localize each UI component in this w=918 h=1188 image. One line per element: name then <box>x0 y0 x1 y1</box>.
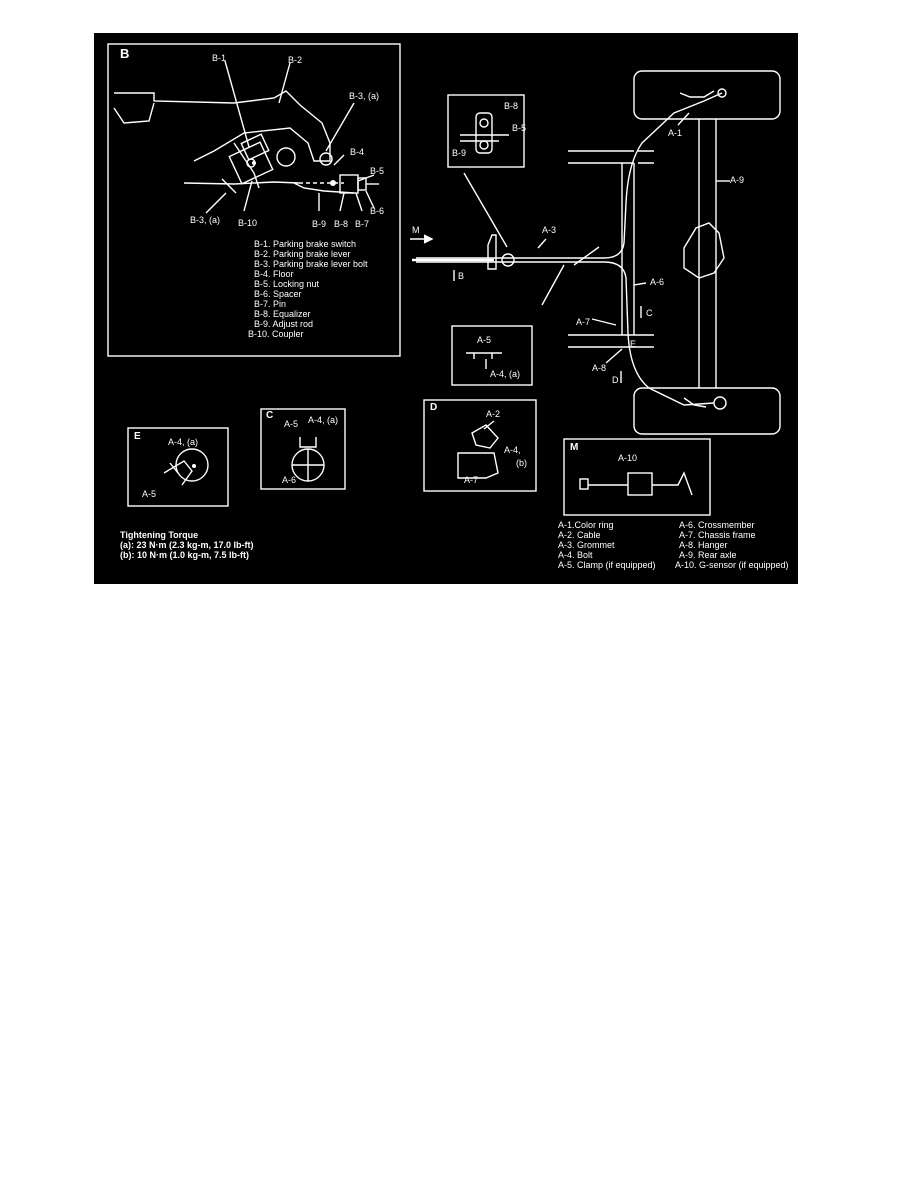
callout-b10: B-10 <box>238 218 258 228</box>
callout-b4: B-4 <box>350 147 365 157</box>
panel-d-frame <box>423 399 537 492</box>
callout-b5: B-5 <box>370 166 385 176</box>
panel-e-frame <box>127 427 229 507</box>
label-c: C <box>646 308 653 318</box>
legend-a10: A-10. G-sensor (if equipped) <box>675 560 789 570</box>
inset-b5: B-5 <box>512 123 527 133</box>
callout-a8: A-8 <box>592 363 607 373</box>
legend-a5: A-5. Clamp (if equipped) <box>558 560 656 570</box>
panel-b-frame <box>107 43 401 357</box>
inset-equalizer-frame <box>447 94 525 168</box>
callout-b3a-bottom: B-3, (a) <box>190 215 221 225</box>
legend-b4: B-4. Floor <box>254 269 294 279</box>
legend-b5: B-5. Locking nut <box>254 279 320 289</box>
rear-wheel-bottom <box>633 387 781 435</box>
callout-b6: B-6 <box>370 206 385 216</box>
label-d: D <box>612 375 619 385</box>
torque-a: (a): 23 N·m (2.3 kg-m, 17.0 lb-ft) <box>120 540 254 550</box>
lever-pivot <box>276 147 296 167</box>
legend-a3: A-3. Grommet <box>558 540 615 550</box>
panel-b-legend: B-1. Parking brake switch B-2. Parking b… <box>248 239 368 339</box>
legend-b1: B-1. Parking brake switch <box>254 239 357 249</box>
panel-e-a5: A-5 <box>142 489 157 499</box>
panel-c-a5: A-5 <box>284 419 299 429</box>
inset-b8: B-8 <box>504 101 519 111</box>
legend-b8: B-8. Equalizer <box>254 309 311 319</box>
legend-a6: A-6. Crossmember <box>679 520 755 530</box>
arrow-b-label: B <box>458 271 465 281</box>
callout-a9: A-9 <box>730 175 745 185</box>
legend-b10: B-10. Coupler <box>248 329 304 339</box>
torque-b: (b): 10 N·m (1.0 kg-m, 7.5 lb-ft) <box>120 550 250 560</box>
legend-a9: A-9. Rear axle <box>679 550 737 560</box>
brake-lever-outline <box>114 90 331 162</box>
arrow-m-label: M <box>412 225 420 235</box>
callout-b2: B-2 <box>288 55 303 65</box>
legend-a1: A-1.Color ring <box>558 520 614 530</box>
legend-a2: A-2. Cable <box>558 530 601 540</box>
panel-d-a7: A-7 <box>464 475 479 485</box>
diagram-linework <box>107 43 781 516</box>
legend-b2: B-2. Parking brake lever <box>254 249 351 259</box>
cable-lower <box>416 261 715 406</box>
panel-m-letter: M <box>570 442 579 453</box>
legend-a8: A-8. Hanger <box>679 540 728 550</box>
cable-upper <box>416 92 723 259</box>
panel-m-frame <box>563 438 711 516</box>
panel-c-a6: A-6 <box>282 475 297 485</box>
panel-e-letter: E <box>134 431 141 442</box>
panel-b-letter: B <box>120 46 130 61</box>
panel-c-frame <box>260 408 346 490</box>
callout-a7: A-7 <box>576 317 591 327</box>
label-e: E <box>630 339 637 349</box>
panel-d-letter: D <box>430 402 438 413</box>
inset-a5-frame <box>451 325 533 386</box>
panel-m-a10: A-10 <box>618 453 638 463</box>
equalizer-b8 <box>339 174 359 194</box>
panel-d-b: (b) <box>516 458 527 468</box>
rear-wheel-top <box>633 70 781 120</box>
panel-e-a4a: A-4, (a) <box>168 437 199 447</box>
a5-leader <box>541 264 565 306</box>
inset-a5-label: A-5 <box>477 335 492 345</box>
legend-b7: B-7. Pin <box>254 299 287 309</box>
panel-c-letter: C <box>266 410 274 421</box>
torque-title: Tightening Torque <box>120 530 199 540</box>
legend-b6: B-6. Spacer <box>254 289 302 299</box>
callout-b7: B-7 <box>355 219 370 229</box>
panel-d-a2: A-2 <box>486 409 501 419</box>
differential <box>683 222 725 279</box>
callout-b8: B-8 <box>334 219 349 229</box>
callout-a6: A-6 <box>650 277 665 287</box>
callout-a1: A-1 <box>668 128 683 138</box>
panel-c-a4a: A-4, (a) <box>308 415 339 425</box>
inset-a4a-label: A-4, (a) <box>490 369 521 379</box>
inset-b9: B-9 <box>452 148 467 158</box>
legend-b3: B-3. Parking brake lever bolt <box>254 259 368 269</box>
legend-a7: A-7. Chassis frame <box>679 530 756 540</box>
inset-leader <box>463 172 508 248</box>
legend-a-right: A-6. Crossmember A-7. Chassis frame A-8.… <box>675 520 793 570</box>
legend-a-left: A-1.Color ring A-2. Cable A-3. Grommet A… <box>558 520 656 570</box>
callout-a3: A-3 <box>542 225 557 235</box>
callout-b3a-top: B-3, (a) <box>349 91 380 101</box>
legend-b9: B-9. Adjust rod <box>254 319 314 329</box>
parking-brake-diagram: B B-1 B-2 B-3, (a) B-4 B-5 B-6 B-3, (a) … <box>94 33 798 584</box>
legend-a4: A-4. Bolt <box>558 550 593 560</box>
panel-d-a4: A-4, <box>504 445 521 455</box>
callout-b1: B-1 <box>212 53 227 63</box>
callout-b9: B-9 <box>312 219 327 229</box>
